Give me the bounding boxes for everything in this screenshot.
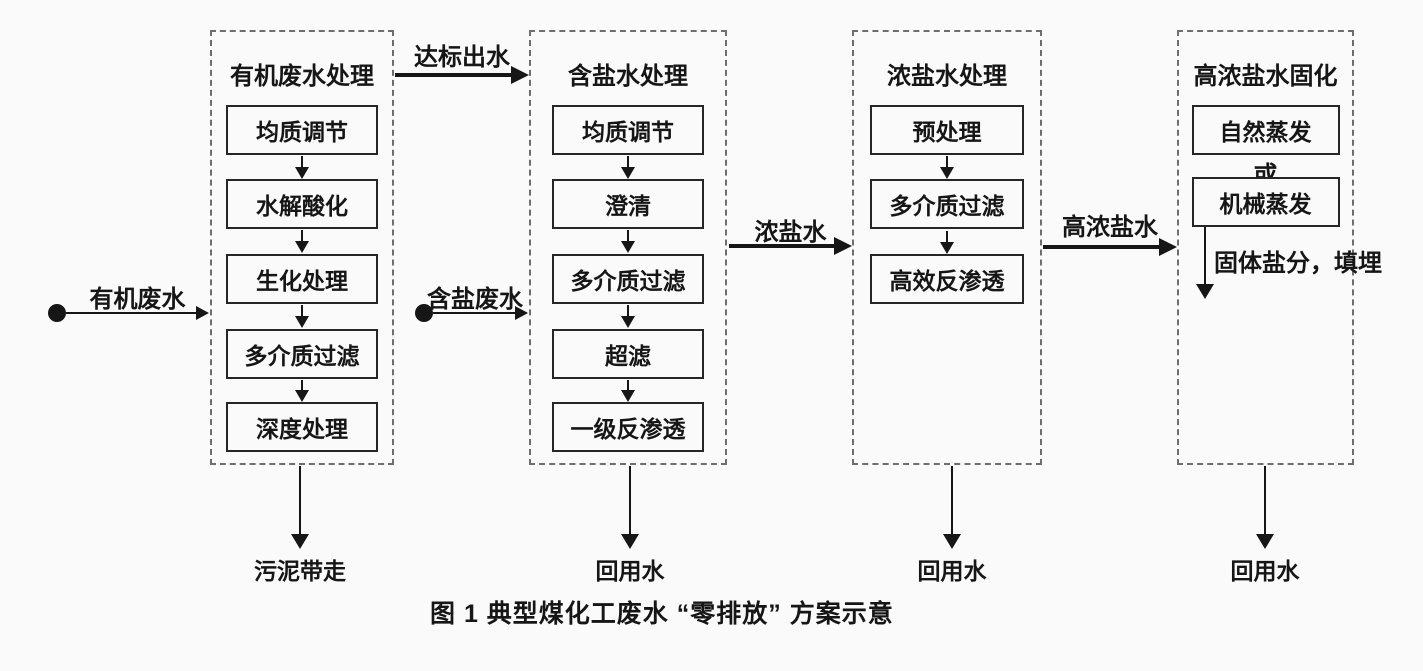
stage-saline-water-treatment: 含盐水处理 均质调节 澄清 多介质过滤 超滤 一级反渗透	[529, 30, 727, 465]
high-brine-label: 高浓盐水	[1062, 214, 1158, 241]
saline-inflow-arrow-icon	[433, 304, 528, 322]
down-arrow-icon	[618, 305, 638, 328]
process-box: 多介质过滤	[870, 179, 1024, 229]
process-box: 均质调节	[226, 105, 378, 155]
output-label-sludge: 污泥带走	[254, 558, 346, 584]
stage-title: 浓盐水处理	[887, 63, 1007, 90]
process-box: 预处理	[870, 105, 1024, 155]
process-box: 多介质过滤	[552, 254, 704, 304]
stage-concentrated-brine-treatment: 浓盐水处理 预处理 多介质过滤 高效反渗透	[852, 30, 1042, 465]
saline-inflow-label: 含盐废水	[427, 286, 523, 313]
down-arrow-icon	[618, 230, 638, 253]
process-box: 多介质过滤	[226, 329, 378, 379]
stage-high-brine-solidification: 高浓盐水固化 自然蒸发 或 机械蒸发	[1177, 30, 1354, 465]
down-arrow-icon	[292, 380, 312, 402]
process-box: 生化处理	[226, 254, 378, 304]
concentrated-brine-arrow-icon	[729, 237, 852, 255]
solid-salt-arrow-icon	[1195, 227, 1215, 299]
organic-inflow-arrow-icon	[66, 304, 209, 322]
process-box: 超滤	[552, 329, 704, 379]
process-box: 机械蒸发	[1191, 177, 1340, 227]
down-arrow-icon	[618, 156, 638, 179]
stage-title: 含盐水处理	[568, 63, 688, 90]
stage-title: 有机废水处理	[230, 63, 374, 90]
down-arrow-icon	[937, 156, 957, 179]
output-arrow-icon	[620, 466, 640, 549]
process-box: 水解酸化	[226, 179, 378, 229]
process-box: 自然蒸发	[1191, 105, 1340, 155]
concentrated-brine-label: 浓盐水	[754, 219, 827, 246]
process-box: 澄清	[552, 179, 704, 229]
solid-salt-label: 固体盐分，填埋	[1214, 250, 1382, 277]
source-dot-icon	[415, 304, 433, 322]
output-label-reuse-water: 回用水	[595, 558, 665, 584]
process-box: 高效反渗透	[870, 254, 1024, 304]
process-box: 均质调节	[552, 105, 704, 155]
stage-organic-wastewater-treatment: 有机废水处理 均质调节 水解酸化 生化处理 多介质过滤 深度处理	[210, 30, 394, 465]
down-arrow-icon	[618, 380, 638, 402]
figure-caption: 图 1 典型煤化工废水 “零排放” 方案示意	[430, 600, 894, 628]
stage-title: 高浓盐水固化	[1193, 63, 1338, 90]
output-arrow-icon	[290, 466, 310, 549]
down-arrow-icon	[292, 230, 312, 253]
process-box: 深度处理	[226, 402, 378, 452]
organic-inflow-label: 有机废水	[89, 286, 186, 313]
high-brine-arrow-icon	[1043, 238, 1177, 256]
down-arrow-icon	[292, 156, 312, 179]
compliant-effluent-arrow-icon	[395, 66, 529, 84]
process-box: 一级反渗透	[552, 402, 704, 452]
output-arrow-icon	[942, 466, 962, 549]
output-arrow-icon	[1255, 466, 1275, 549]
compliant-effluent-label: 达标出水	[414, 44, 510, 71]
output-label-reuse-water: 回用水	[1230, 558, 1300, 584]
down-arrow-icon	[937, 231, 957, 254]
down-arrow-icon	[292, 305, 312, 328]
output-label-reuse-water: 回用水	[917, 558, 987, 584]
source-dot-icon	[48, 304, 66, 322]
